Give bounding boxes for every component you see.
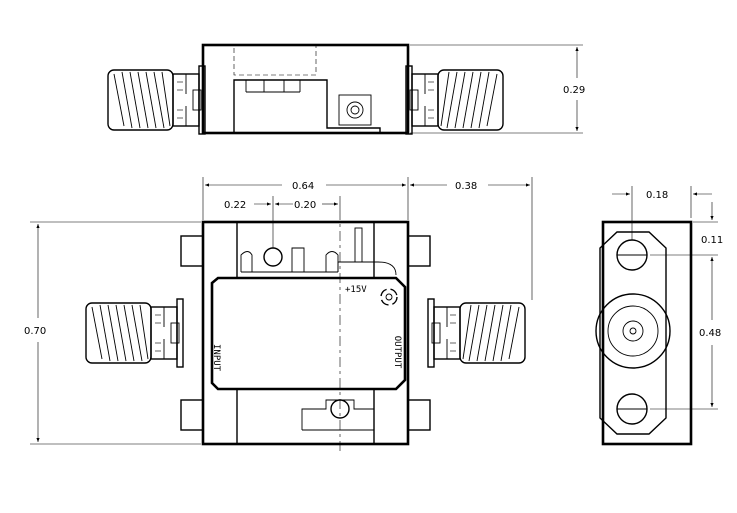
- voltage-label: +15V: [345, 285, 367, 295]
- coax-flange: [595, 293, 671, 369]
- dim-flange-hole-x: 0.18: [612, 186, 712, 240]
- dim-flange-hole-y-label: 0.11: [701, 235, 723, 246]
- input-label: INPUT: [211, 344, 221, 372]
- dim-height-top-label: 0.29: [563, 85, 585, 96]
- dim-height-top: 0.29: [410, 44, 585, 134]
- dim-flange-hole-y: 0.11: [693, 202, 723, 246]
- top-view: [107, 43, 504, 135]
- dim-hole-offsets: 0.22 0.20: [224, 196, 341, 248]
- dim-connector-length-label: 0.38: [455, 181, 477, 192]
- dim-overall-height: 0.70: [24, 221, 201, 445]
- dim-connector-length: 0.38: [410, 177, 533, 300]
- dim-bias-pin-label: 0.20: [294, 200, 316, 211]
- output-label: OUTPUT: [392, 336, 402, 369]
- dim-body-width: 0.64: [202, 177, 409, 220]
- sma-connector-right-top: [405, 65, 504, 135]
- side-view: [595, 220, 693, 446]
- sma-connector-input: [85, 298, 184, 368]
- dim-hole-spacing: 0.48: [650, 254, 721, 410]
- dim-overall-height-label: 0.70: [24, 326, 46, 337]
- dim-flange-hole-x-label: 0.18: [646, 190, 668, 201]
- mounting-hole-top: [263, 247, 283, 267]
- front-view: +15V INPUT OUTPUT: [85, 210, 526, 455]
- sma-connector-left-top: [107, 65, 206, 135]
- dim-body-width-label: 0.64: [292, 181, 314, 192]
- polarity-symbol-icon: [380, 288, 398, 306]
- dim-hole-spacing-label: 0.48: [699, 328, 721, 339]
- sma-connector-output: [427, 298, 526, 368]
- dim-mount-hole-label: 0.22: [224, 200, 246, 211]
